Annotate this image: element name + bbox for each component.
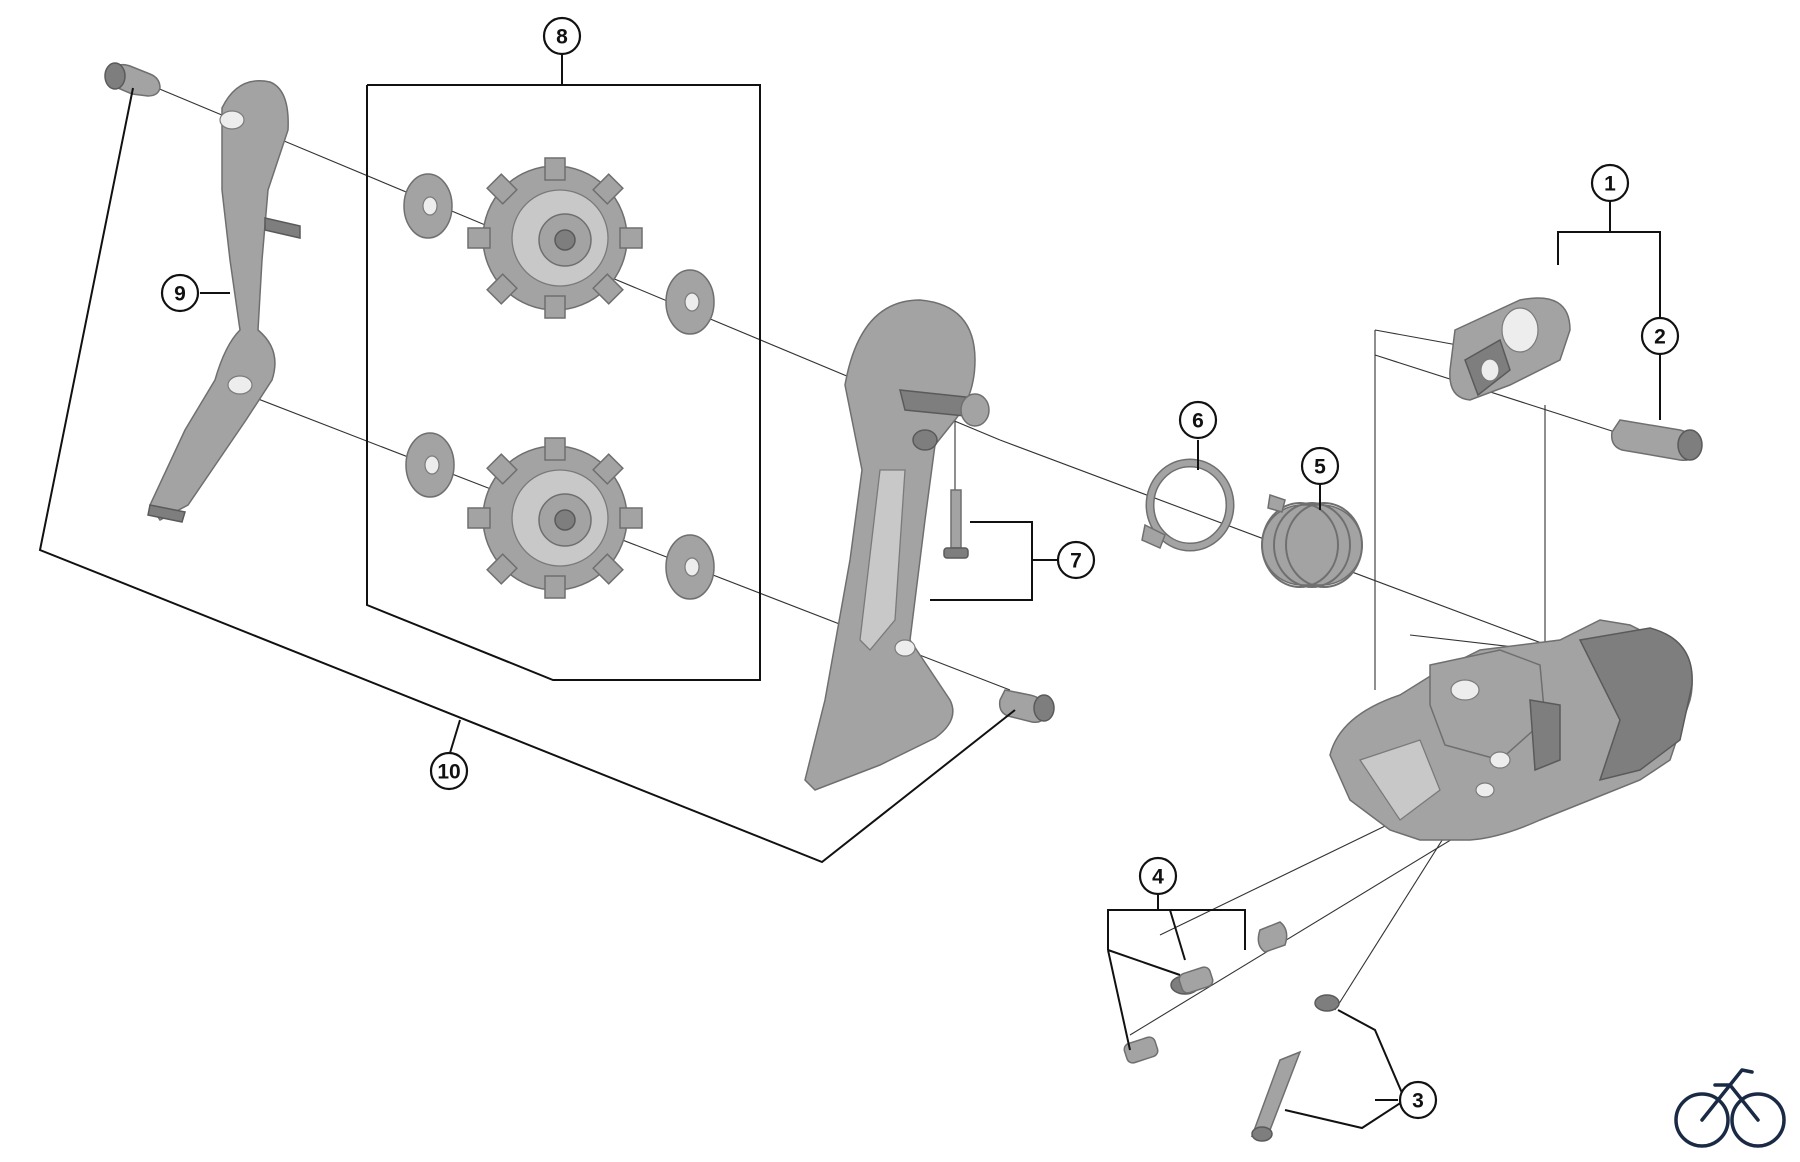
upper-pulley-cog — [467, 157, 643, 319]
part-plate-bolt-right — [998, 689, 1055, 724]
part-derailleur-main-body — [1329, 619, 1693, 841]
callout-5: 5 — [1300, 446, 1340, 486]
part-cable-pin — [1250, 994, 1340, 1142]
svg-text:7: 7 — [1070, 550, 1082, 573]
bicycle-icon — [1674, 1068, 1786, 1148]
svg-text:9: 9 — [174, 283, 186, 306]
svg-text:8: 8 — [556, 26, 568, 49]
part-upper-pulley-set — [403, 157, 715, 335]
svg-text:5: 5 — [1314, 456, 1326, 479]
callout-8: 8 — [542, 16, 582, 56]
lower-pulley-cog — [467, 437, 643, 599]
part-plate-bolt-left — [104, 62, 161, 97]
callout-6: 6 — [1178, 400, 1218, 440]
callout-7: 7 — [1056, 540, 1096, 580]
part-tension-spring — [1261, 494, 1363, 588]
part-fixing-bracket — [1449, 297, 1571, 401]
callout-9: 9 — [160, 273, 200, 313]
callout-10: 10 — [429, 751, 469, 791]
part-clip-ring — [1141, 458, 1235, 552]
svg-text:3: 3 — [1412, 1090, 1424, 1113]
callout-4: 4 — [1138, 856, 1178, 896]
svg-text:2: 2 — [1654, 326, 1666, 349]
callout-1: 1 — [1590, 163, 1630, 203]
svg-text:1: 1 — [1604, 173, 1616, 196]
part-inner-plate — [147, 80, 301, 523]
part-stopper-screw — [943, 489, 969, 559]
part-outer-plate — [804, 299, 990, 791]
part-lower-pulley-set — [405, 432, 715, 600]
svg-text:4: 4 — [1152, 866, 1164, 889]
part-adjust-screws — [1123, 921, 1288, 1064]
svg-text:6: 6 — [1192, 410, 1204, 433]
callout-3: 3 — [1398, 1080, 1438, 1120]
callout-2: 2 — [1640, 316, 1680, 356]
part-bracket-axle-bolt — [1610, 419, 1703, 462]
svg-text:10: 10 — [437, 761, 460, 784]
